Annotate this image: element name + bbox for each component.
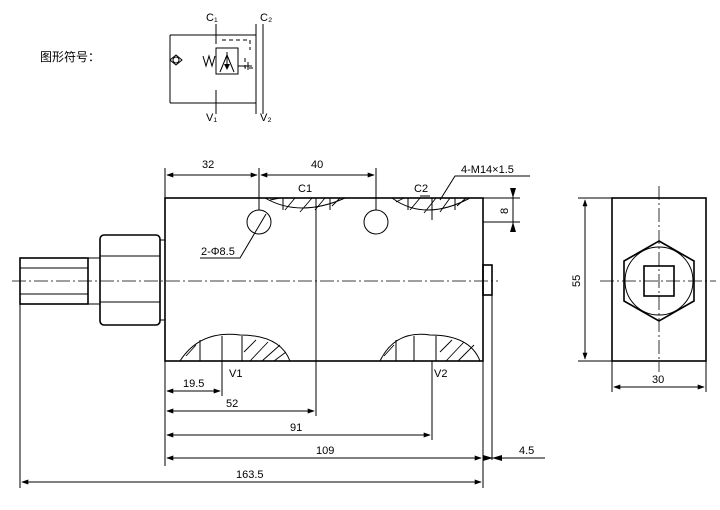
hole-note: 2-Φ8.5 (201, 246, 235, 258)
hydraulic-symbol (169, 24, 264, 114)
port-label-c2: C2 (414, 183, 428, 195)
side-view-body (578, 186, 716, 392)
front-view-dimensions (19, 168, 545, 488)
dim-109: 109 (316, 445, 334, 457)
symbol-port-v1: V₁ (206, 112, 217, 124)
dim-30: 30 (652, 374, 664, 386)
dim-32: 32 (202, 159, 214, 171)
dim-163-5: 163.5 (236, 469, 264, 481)
dim-40: 40 (311, 159, 323, 171)
dim-4-5: 4.5 (519, 445, 534, 457)
symbol-title: 图形符号： (40, 49, 100, 64)
symbol-port-c1: C₁ (206, 12, 218, 24)
port-label-v2: V2 (434, 368, 447, 380)
front-view-body (12, 197, 498, 362)
dim-55: 55 (571, 275, 583, 287)
symbol-port-c2: C₂ (260, 12, 272, 24)
symbol-port-v2: V₂ (260, 112, 272, 124)
dim-91: 91 (290, 422, 302, 434)
dim-52: 52 (226, 398, 238, 410)
port-label-v1: V1 (229, 368, 242, 380)
thread-note: 4-M14×1.5 (461, 164, 514, 176)
dim-19-5: 19.5 (183, 378, 204, 390)
dim-8: 8 (499, 208, 511, 214)
port-label-c1: C1 (298, 183, 312, 195)
